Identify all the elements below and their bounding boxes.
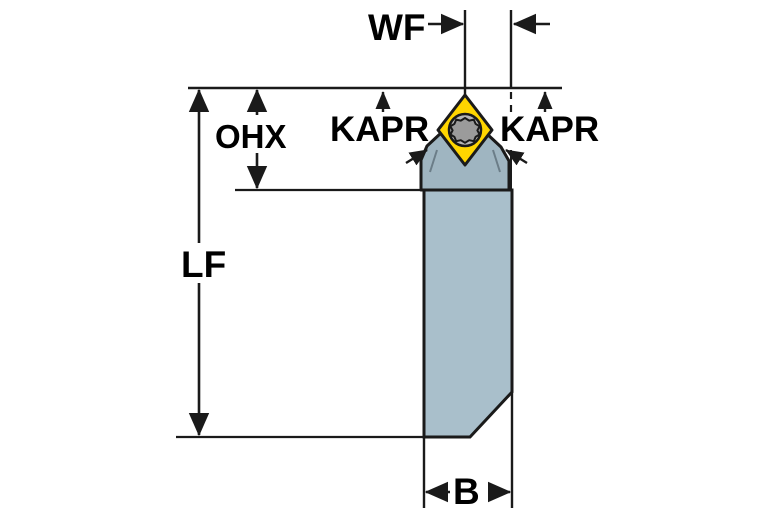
ohx-label: OHX — [215, 118, 287, 155]
dimension-ohx: OHX — [212, 88, 307, 190]
lf-label: LF — [181, 244, 226, 285]
dimension-kapr-left: KAPR — [330, 91, 429, 166]
dimension-wf: WF — [368, 7, 550, 96]
head-seat-line-right — [492, 149, 501, 173]
head-seat-line-left — [429, 149, 438, 173]
kapr-right-label: KAPR — [500, 110, 599, 149]
torx-star-icon — [449, 117, 481, 144]
kapr-right-edge-arrow — [505, 148, 528, 166]
dimension-lf: LF — [178, 88, 226, 437]
b-label-backdrop — [450, 470, 488, 510]
ohx-label-backdrop — [212, 115, 307, 153]
tool-shank — [422, 188, 514, 439]
b-label: B — [453, 471, 480, 512]
kapr-left-edge-arrow — [405, 148, 428, 166]
kapr-left-label: KAPR — [330, 110, 429, 149]
dimension-b: B — [422, 392, 514, 512]
dimension-kapr-right: KAPR — [500, 91, 599, 190]
wf-label: WF — [368, 7, 426, 48]
lf-label-backdrop — [178, 243, 223, 283]
insert — [436, 93, 494, 167]
tool-shank-body — [422, 188, 514, 439]
